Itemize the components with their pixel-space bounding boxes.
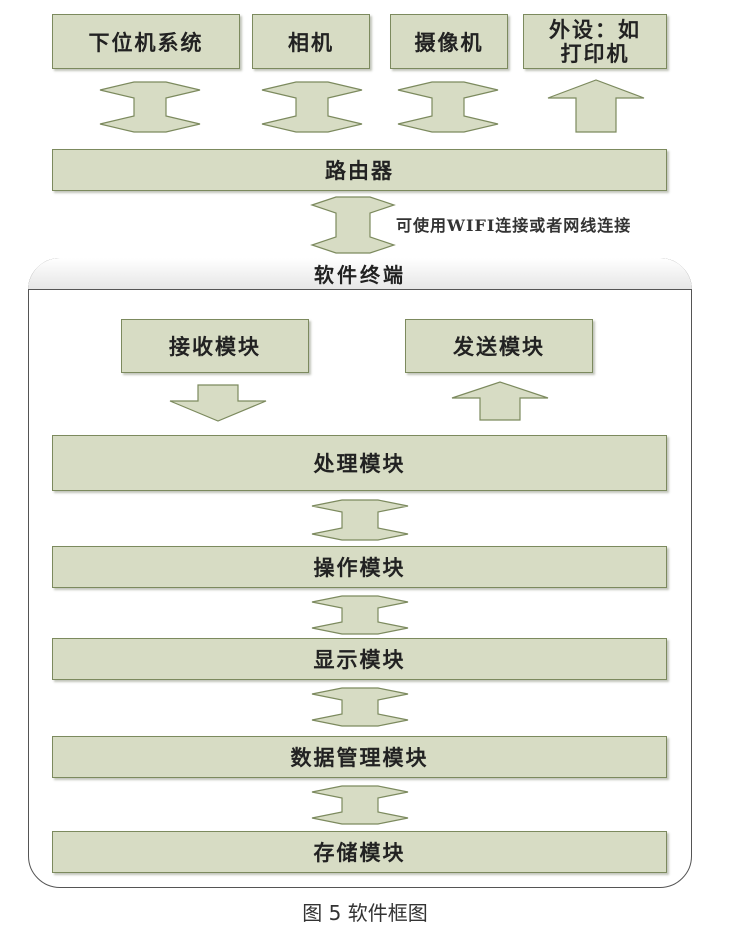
video-camera-box: 摄像机	[390, 14, 508, 69]
up-arrow-icon	[451, 381, 549, 421]
storage-module-box: 存储模块	[52, 831, 667, 873]
software-terminal-title: 软件终端	[28, 258, 692, 290]
bidirectional-arrow-icon	[397, 81, 499, 133]
display-module-box: 显示模块	[52, 638, 667, 680]
router-box: 路由器	[52, 149, 667, 191]
operation-module-box: 操作模块	[52, 546, 667, 588]
down-arrow-icon	[169, 384, 267, 422]
receive-module-box: 接收模块	[121, 319, 309, 373]
bidirectional-arrow-icon	[99, 81, 201, 133]
send-module-box: 发送模块	[405, 319, 593, 373]
connection-note: 可使用WIFI连接或者网线连接	[396, 216, 632, 235]
camera-box: 相机	[252, 14, 370, 69]
figure-caption: 图 5 软件框图	[302, 901, 428, 925]
bidirectional-arrow-icon	[311, 499, 409, 541]
lower-computer-box: 下位机系统	[52, 14, 240, 69]
bidirectional-arrow-icon	[311, 687, 409, 727]
bidirectional-arrow-icon	[261, 81, 363, 133]
data-management-module-box: 数据管理模块	[52, 736, 667, 778]
peripheral-box: 外设：如 打印机	[523, 14, 667, 69]
up-arrow-icon	[547, 79, 645, 133]
bidirectional-arrow-icon	[311, 595, 409, 635]
bidirectional-arrow-icon	[311, 785, 409, 825]
peripheral-label-line2: 打印机	[560, 40, 630, 66]
processing-module-box: 处理模块	[52, 435, 667, 491]
bidirectional-arrow-icon	[310, 196, 396, 254]
peripheral-label-line1: 外设：如	[549, 16, 641, 42]
